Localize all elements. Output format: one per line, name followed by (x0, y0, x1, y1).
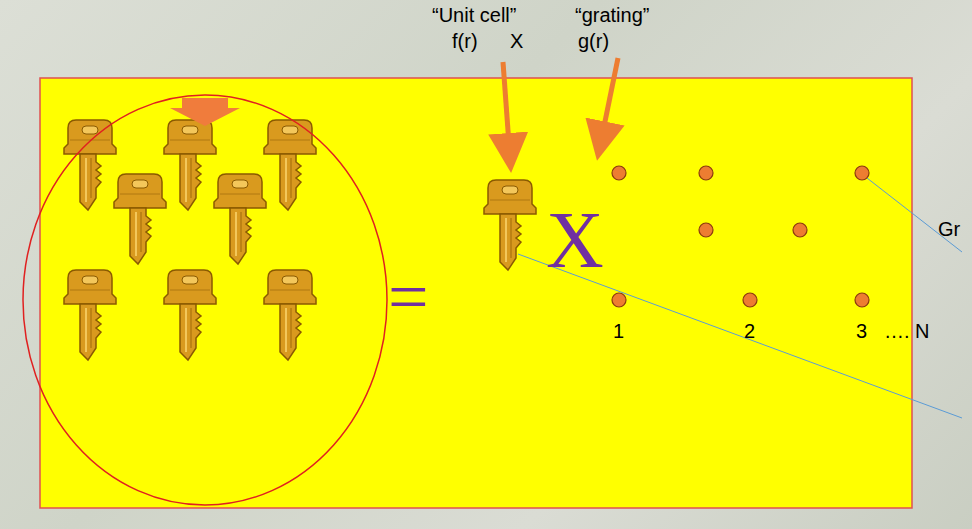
grating-dots (612, 166, 869, 307)
index-number: 3 (856, 320, 867, 342)
unit-cell-key (484, 180, 536, 270)
function-label: g(r) (578, 30, 609, 52)
index-number: 1 (613, 320, 624, 342)
pointer-arrow (600, 58, 618, 146)
yellow-panel (40, 78, 912, 508)
index-number: …. N (884, 320, 930, 342)
times-sign: X (546, 196, 604, 284)
block-arrow (170, 98, 240, 126)
pointer-arrow (503, 62, 510, 158)
crystal-circle (23, 95, 387, 505)
leader-line (867, 178, 962, 252)
operator-label: X (510, 30, 523, 52)
equals-sign: = (388, 258, 429, 337)
callout-text: “grating” (575, 4, 649, 26)
callout-text: “Unit cell” (432, 4, 516, 26)
callout-text: Gr (938, 218, 960, 240)
function-label: f(r) (452, 30, 478, 52)
key-group (64, 120, 316, 360)
index-number: 2 (744, 320, 755, 342)
